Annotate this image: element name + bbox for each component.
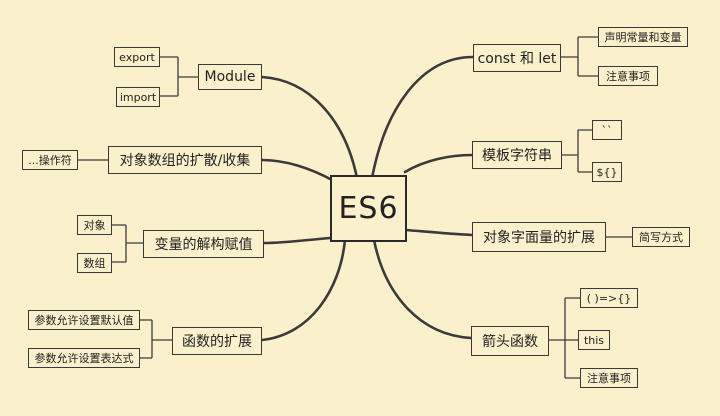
leaf-label: 注意事项 — [606, 70, 650, 83]
branch-template-string[interactable]: 模板字符串 — [472, 141, 562, 169]
leaf-export[interactable]: export — [114, 47, 160, 67]
leaf-label: import — [119, 90, 157, 104]
leaf-label: 注意事项 — [587, 372, 631, 385]
branch-label: 模板字符串 — [482, 148, 552, 164]
leaf-label: 对象 — [83, 219, 106, 232]
branch-label: 函数的扩展 — [182, 334, 252, 350]
branch-array[interactable]: 对象数组的扩散/收集 — [108, 146, 262, 174]
leaf-arrow-syntax[interactable]: ( )=>{} — [580, 288, 638, 308]
leaf-import[interactable]: import — [116, 87, 160, 107]
leaf-label: this — [583, 333, 605, 347]
leaf-this[interactable]: this — [578, 330, 610, 350]
leaf-notes-const[interactable]: 注意事项 — [598, 66, 658, 86]
leaf-label: 简写方式 — [639, 231, 683, 244]
leaf-label: ${} — [596, 165, 618, 179]
leaf-label: 数组 — [83, 257, 106, 270]
branch-module[interactable]: Module — [198, 64, 262, 90]
branch-label: const 和 let — [477, 51, 557, 67]
branch-const-let[interactable]: const 和 let — [473, 44, 561, 72]
leaf-label: 声明常量和变量 — [604, 31, 682, 44]
leaf-label: 参数允许设置默认值 — [34, 314, 134, 327]
leaf-shorthand[interactable]: 简写方式 — [632, 227, 690, 247]
leaf-label: export — [119, 50, 155, 64]
branch-arrow-function[interactable]: 箭头函数 — [471, 326, 549, 356]
leaf-backtick[interactable]: `` — [592, 120, 622, 140]
root-node[interactable]: ES6 — [330, 175, 407, 242]
branch-function[interactable]: 函数的扩展 — [172, 327, 262, 355]
leaf-array[interactable]: 数组 — [77, 253, 112, 273]
leaf-label: ...操作符 — [28, 154, 72, 167]
leaf-declare[interactable]: 声明常量和变量 — [598, 27, 688, 47]
branch-label: 对象字面量的扩展 — [483, 230, 595, 246]
branch-destructure[interactable]: 变量的解构赋值 — [143, 230, 264, 258]
branch-object-literal[interactable]: 对象字面量的扩展 — [472, 222, 606, 252]
leaf-object[interactable]: 对象 — [77, 215, 112, 235]
leaf-label: ( )=>{} — [586, 291, 632, 305]
leaf-expression-params[interactable]: 参数允许设置表达式 — [28, 348, 140, 368]
branch-label: 箭头函数 — [482, 334, 538, 350]
root-label: ES6 — [338, 191, 399, 226]
leaf-interpolation[interactable]: ${} — [592, 162, 622, 182]
leaf-label: `` — [601, 123, 613, 137]
leaf-label: 参数允许设置表达式 — [34, 352, 134, 365]
leaf-default-params[interactable]: 参数允许设置默认值 — [28, 310, 140, 330]
branch-label: Module — [204, 69, 256, 85]
branch-label: 对象数组的扩散/收集 — [119, 153, 251, 169]
leaf-spread-operator[interactable]: ...操作符 — [22, 150, 78, 170]
leaf-notes-arrow[interactable]: 注意事项 — [580, 368, 638, 388]
branch-label: 变量的解构赋值 — [154, 237, 253, 253]
